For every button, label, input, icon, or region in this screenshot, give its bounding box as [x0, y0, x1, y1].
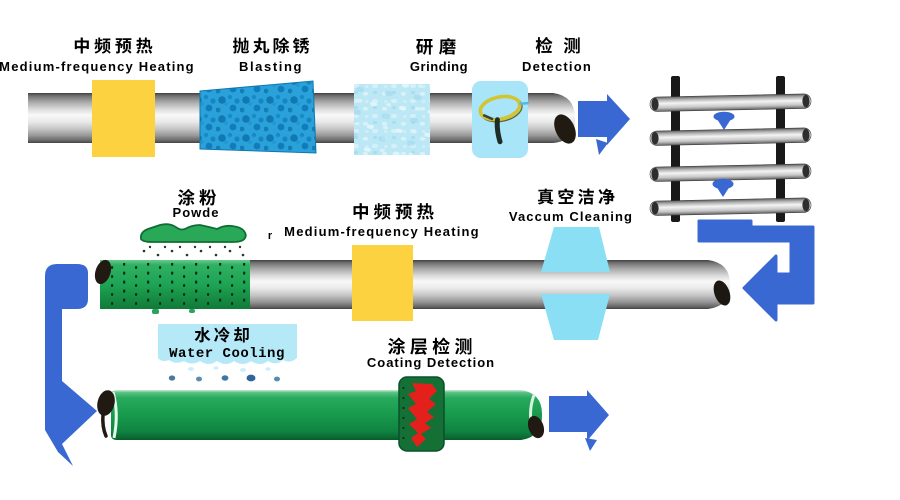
vacuum-cleaning-nozzles — [541, 227, 610, 340]
green-drip-marks — [152, 309, 195, 314]
rack-post-right — [776, 76, 785, 222]
label-line1-heating-zh — [74, 37, 153, 54]
pipe-rack — [649, 76, 815, 322]
rack-pipe-3 — [649, 163, 812, 182]
label-line1-detection-zh — [535, 36, 580, 54]
line3-pipe-end-cap-left — [97, 390, 115, 438]
coating-detection-block — [398, 376, 445, 452]
line3-pipe-end-cap-right — [527, 415, 545, 439]
rack-post-left — [671, 76, 680, 222]
label-line1-heating-en: Medium-frequency Heating — [0, 59, 195, 74]
label-line3-cooling-zh — [194, 326, 249, 343]
label-line1-detection-en: Detection — [522, 59, 592, 74]
label-line2-powder-en-overflow: r — [268, 230, 273, 242]
line1-pipe-end-cap — [554, 114, 576, 144]
label-line2-vacuum-en: Vaccum Cleaning — [509, 209, 633, 224]
line3-group — [97, 324, 609, 452]
label-line3-cooling-en: Water Cooling — [169, 346, 285, 362]
labels: Medium-frequency Heating Blasting Grindi… — [0, 36, 633, 370]
defect-mark — [408, 383, 437, 447]
label-line1-blasting-en: Blasting — [239, 59, 303, 74]
water-cooling-box — [158, 324, 297, 364]
label-line1-grinding-en: Grinding — [410, 59, 468, 74]
label-line2-powder-zh — [177, 188, 217, 206]
line1-exit-arrow — [578, 94, 630, 155]
rack-pipe-4 — [649, 197, 812, 216]
label-line1-blasting-zh — [232, 37, 310, 54]
rack-to-line2-connector-arrow — [697, 219, 815, 322]
label-line2-heating-en: Medium-frequency Heating — [284, 224, 480, 239]
line1-blasting-block — [199, 80, 317, 154]
water-droplets — [168, 366, 280, 382]
line1-heater-block — [92, 80, 155, 157]
line3-exit-arrow — [549, 390, 609, 451]
line2-pipe-end-cap-right — [713, 280, 731, 306]
powder-applicator — [139, 223, 247, 243]
line2-powder-coated-section — [100, 260, 250, 309]
label-line2-heating-zh — [353, 203, 434, 220]
label-line2-powder-en: Powde — [173, 205, 220, 220]
line1-group — [28, 80, 630, 158]
label-line2-vacuum-zh — [537, 188, 615, 205]
rack-pipe-2 — [649, 127, 812, 146]
line2-to-line3-connector-arrow — [45, 264, 97, 466]
label-line3-coating-detection-en: Coating Detection — [367, 355, 495, 370]
line2-heater-block — [352, 245, 413, 321]
line2-group — [94, 223, 731, 340]
falling-powder-specks — [142, 245, 245, 257]
line2-pipe-end-cap-left — [94, 259, 112, 285]
rack-pipe-1 — [649, 93, 812, 112]
line1-grinding-block — [354, 84, 430, 155]
label-line1-grinding-zh — [416, 38, 456, 55]
rack-feed-arrow-1 — [713, 111, 735, 130]
label-line3-coating-detection-zh — [387, 337, 472, 355]
rack-feed-arrow-2 — [712, 178, 734, 197]
line3-pipe — [111, 390, 542, 440]
magnifier-icon — [478, 94, 529, 145]
